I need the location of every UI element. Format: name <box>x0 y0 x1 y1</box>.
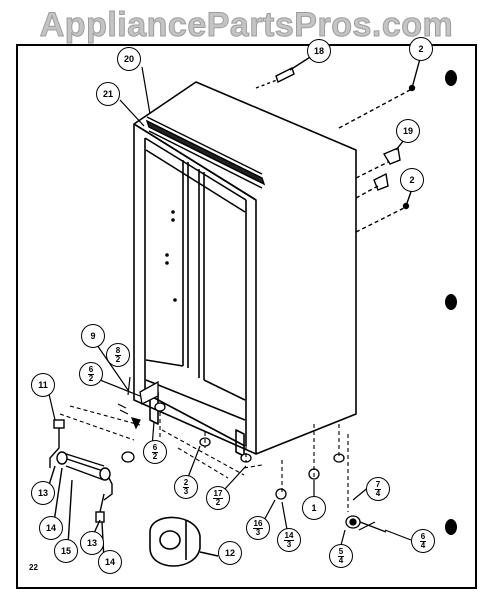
callout-7-4-num: 7 <box>374 479 382 490</box>
callout-1: 1 <box>302 496 326 520</box>
callout-7-4-den: 4 <box>375 488 381 498</box>
wall-holes <box>165 210 177 302</box>
callout-5-4-den: 4 <box>338 555 344 565</box>
callout-14-right: 14 <box>98 550 122 574</box>
cabinet-body <box>133 81 357 457</box>
callout-16-3-num: 16 <box>252 518 264 529</box>
callout-14-3-num: 14 <box>283 530 295 541</box>
callout-20: 20 <box>117 47 141 71</box>
callout-19: 19 <box>396 119 420 143</box>
callout-21: 21 <box>96 82 120 106</box>
callout-5-4-num: 5 <box>337 546 345 557</box>
callout-17-2-num: 17 <box>212 488 224 499</box>
callout-2-lower: 2 <box>400 168 424 192</box>
hinge-ring <box>149 516 219 567</box>
registration-dot-bottom <box>445 519 457 535</box>
hinge-hardware <box>255 51 422 233</box>
callout-13-left: 13 <box>31 481 55 505</box>
callout-13-right: 13 <box>80 531 104 555</box>
callout-6-4-num: 6 <box>419 531 427 542</box>
registration-dot-top <box>445 70 457 86</box>
bottom-fittings <box>345 515 387 533</box>
callout-6-2-upper-den: 2 <box>88 373 94 383</box>
callout-2-3-num: 2 <box>182 477 190 488</box>
callout-6-2-upper-num: 6 <box>87 364 95 375</box>
callout-11: 11 <box>31 373 55 397</box>
callout-9: 9 <box>81 324 105 348</box>
registration-dot-middle <box>445 294 457 310</box>
callout-2-3-den: 3 <box>183 486 189 496</box>
callout-8-2-den: 2 <box>115 354 121 364</box>
callout-8-2-num: 8 <box>114 345 122 356</box>
small-part-marks <box>117 403 141 430</box>
page-number: 22 <box>29 563 38 572</box>
callout-6-2-lower-num: 6 <box>151 442 159 453</box>
callout-17-2-den: 2 <box>215 497 221 507</box>
callout-14-3-den: 3 <box>286 539 292 549</box>
top-trim-strip <box>145 116 266 189</box>
dashed-leader-lines <box>59 405 349 512</box>
callout-15: 15 <box>54 539 78 563</box>
callout-18: 18 <box>307 39 331 63</box>
callout-14-left: 14 <box>39 516 63 540</box>
callout-6-4-den: 4 <box>420 540 426 550</box>
diagram-border <box>16 44 477 589</box>
callout-16-3-den: 3 <box>255 527 261 537</box>
watermark: AppliancePartsPros.com <box>39 6 454 45</box>
callout-12: 12 <box>218 541 242 565</box>
callout-6-2-lower-den: 2 <box>152 451 158 461</box>
callout-2-upper: 2 <box>409 37 433 61</box>
